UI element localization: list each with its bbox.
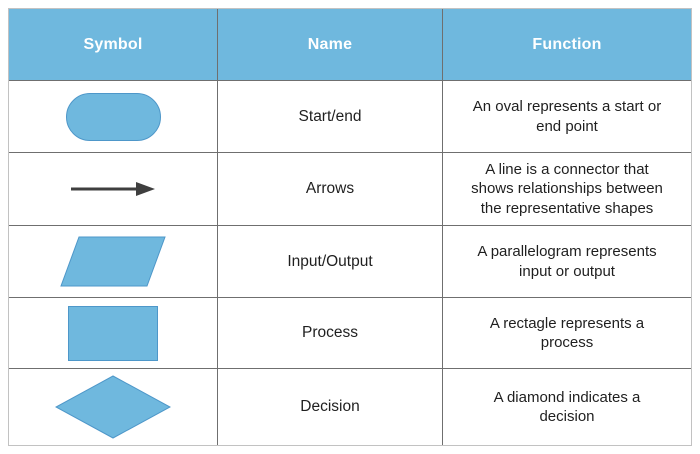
function-text: A line is a connector that shows relatio… xyxy=(443,153,691,226)
rectangle-icon xyxy=(68,305,158,361)
header-cell-name: Name xyxy=(218,9,443,81)
function-text-content: A line is a connector that shows relatio… xyxy=(471,160,663,217)
function-text: A rectagle represents a process xyxy=(443,298,691,369)
function-text: A parallelogram represents input or outp… xyxy=(443,226,691,298)
oval-start-end-icon xyxy=(65,92,161,141)
function-text-content: A diamond indicates a decision xyxy=(493,388,641,426)
function-text-content: An oval represents a start or end point xyxy=(472,98,662,135)
symbol-cell xyxy=(9,153,218,226)
name-label: Decision xyxy=(218,369,443,445)
flowchart-symbols-table: Symbol Name Function Start/end An oval r… xyxy=(8,8,692,446)
symbol-cell xyxy=(9,298,218,369)
diamond-icon xyxy=(55,375,171,439)
function-text-content: A rectagle represents a process xyxy=(489,314,645,352)
arrow-right-icon xyxy=(71,182,155,196)
function-text: A diamond indicates a decision xyxy=(443,369,691,445)
name-label: Process xyxy=(218,298,443,369)
parallelogram-icon xyxy=(60,236,166,287)
function-text: An oval represents a start or end point xyxy=(443,81,691,153)
name-label: Arrows xyxy=(218,153,443,226)
symbol-cell xyxy=(9,226,218,298)
name-label: Start/end xyxy=(218,81,443,153)
name-label: Input/Output xyxy=(218,226,443,298)
header-cell-function: Function xyxy=(443,9,691,81)
symbol-cell xyxy=(9,369,218,445)
function-text-content: A parallelogram represents input or outp… xyxy=(477,243,657,280)
header-cell-symbol: Symbol xyxy=(9,9,218,81)
symbol-cell xyxy=(9,81,218,153)
